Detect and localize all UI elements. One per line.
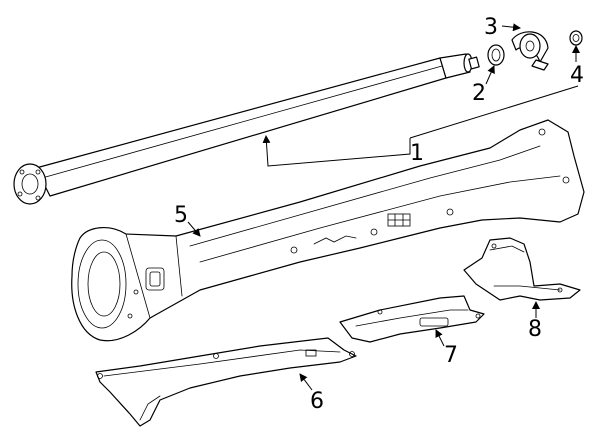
callout-7: 7 — [444, 343, 458, 368]
ring-part — [487, 44, 505, 66]
drive-shaft — [13, 53, 480, 205]
center-bearing-part — [511, 31, 549, 71]
callout-1: 1 — [410, 141, 424, 166]
heat-shield-rear — [463, 237, 581, 301]
callout-8: 8 — [528, 317, 542, 342]
callout-5: 5 — [174, 203, 188, 228]
leader-lines — [187, 23, 580, 391]
callout-2: 2 — [472, 81, 486, 106]
heat-shield-mid — [339, 295, 485, 343]
callout-6: 6 — [310, 389, 324, 414]
torque-tube-housing — [71, 119, 585, 342]
callout-3: 3 — [484, 15, 498, 40]
bushing-part — [569, 30, 583, 46]
heat-shield-long — [95, 337, 357, 427]
callout-4: 4 — [570, 63, 584, 88]
